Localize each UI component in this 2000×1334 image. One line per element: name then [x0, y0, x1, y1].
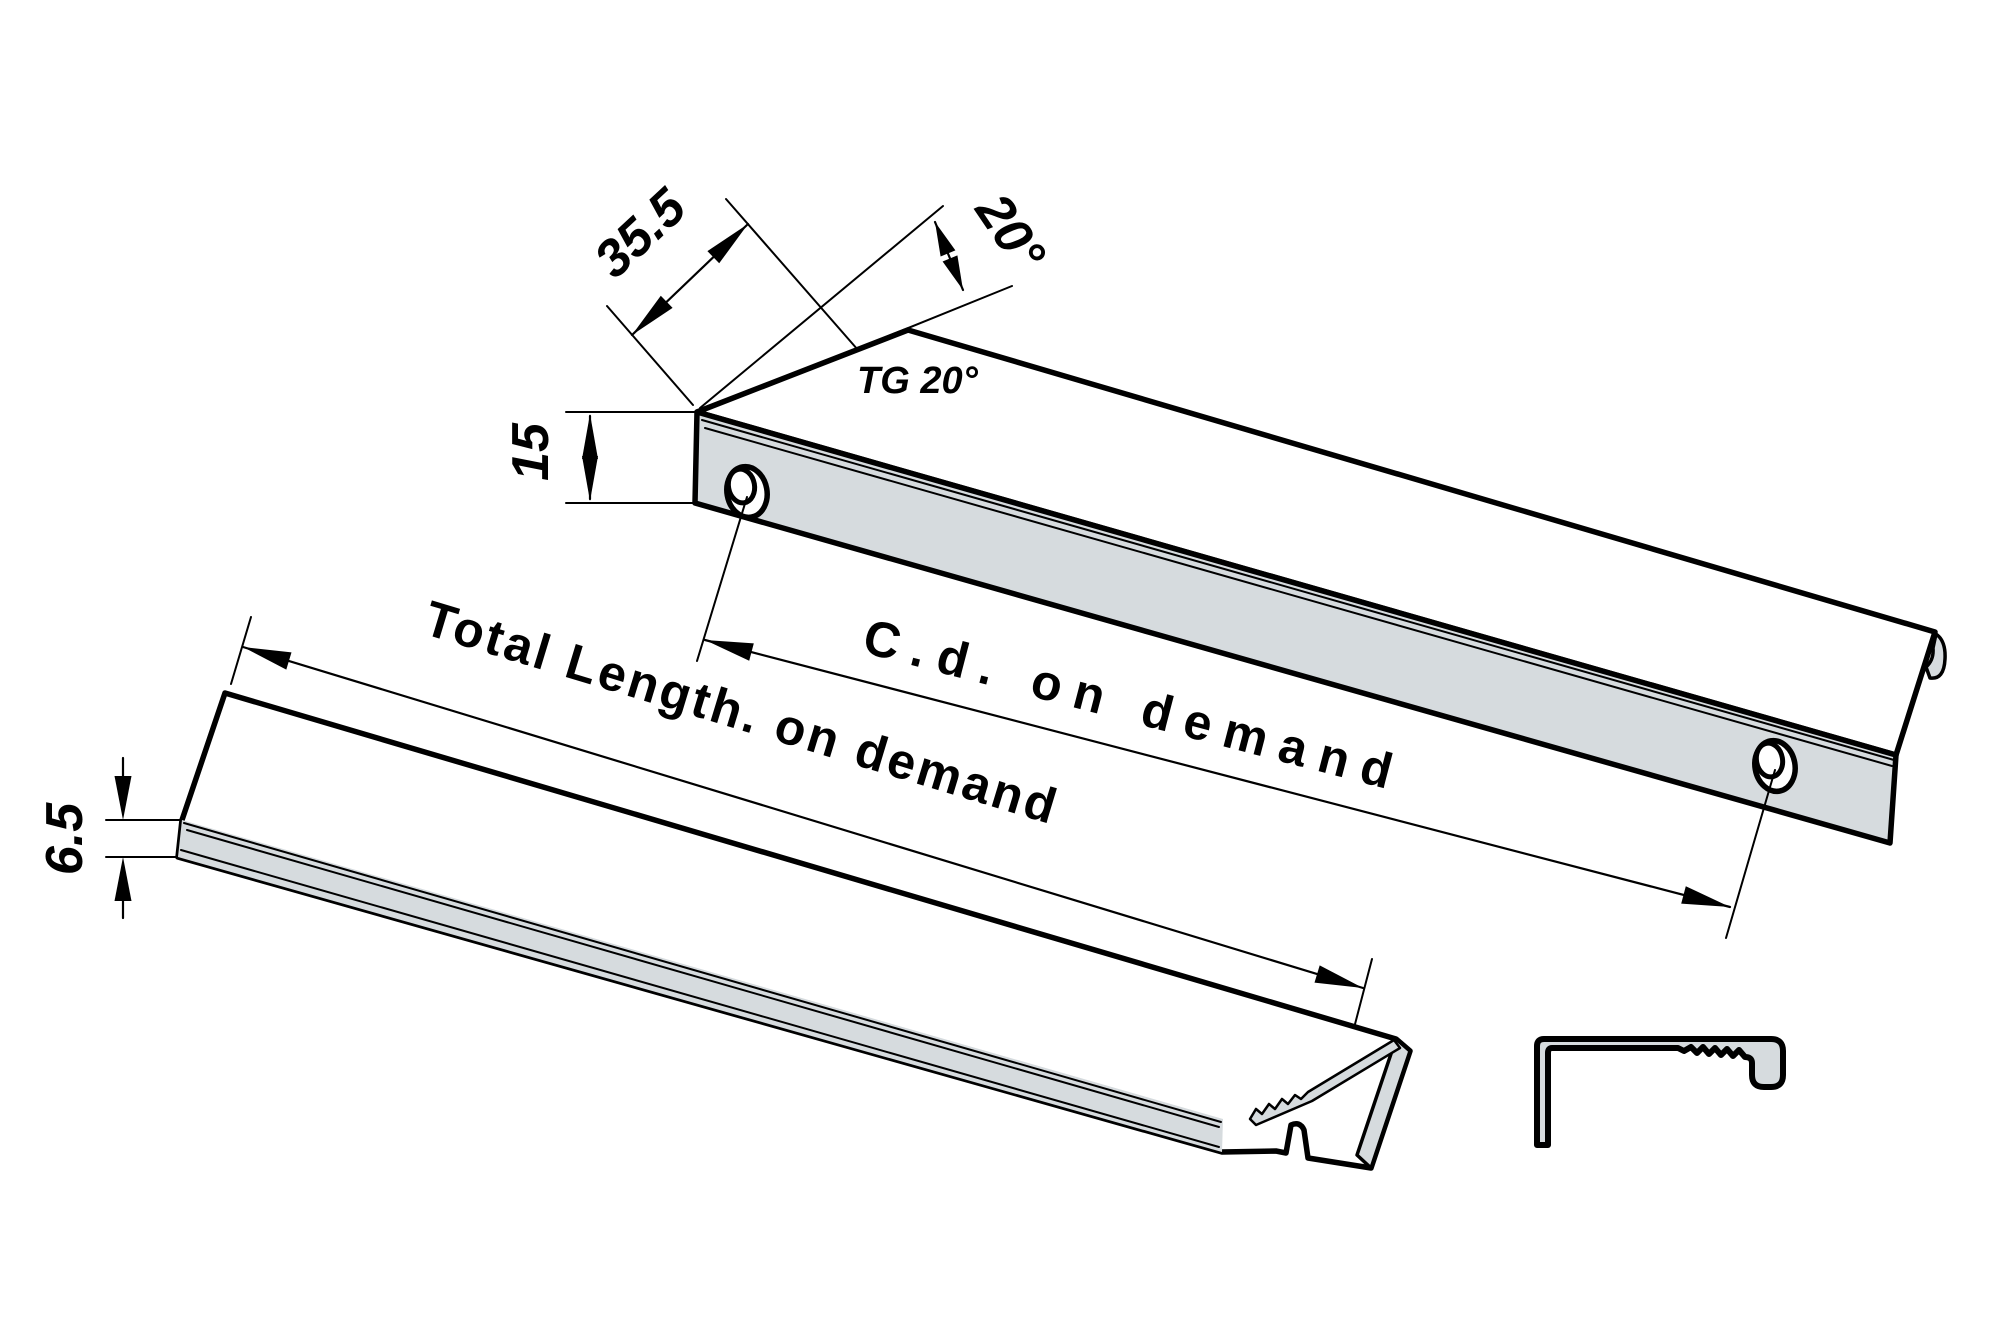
- lower-profile-body: [175, 690, 1413, 1171]
- lower-profile-view: [175, 690, 1413, 1171]
- dim-taper-angle-label: 20°: [964, 183, 1057, 282]
- dim-top-width-label: 35.5: [584, 177, 698, 289]
- dimension-lip-height: 6.5: [36, 756, 181, 920]
- ext-tick: [230, 616, 252, 685]
- upper-end-lip-hook: [1924, 632, 1947, 680]
- dimension-front-height: 15: [502, 411, 701, 504]
- cross-section-profile: [1534, 1036, 1786, 1148]
- hole-leader-line: [1725, 769, 1776, 939]
- ext-line: [606, 305, 694, 406]
- angle-ray: [699, 205, 944, 409]
- arrowhead: [114, 776, 132, 820]
- arrowhead: [582, 456, 598, 501]
- lower-serrated-grip: [1248, 1038, 1402, 1127]
- arrowhead: [935, 222, 956, 257]
- ext-tick: [1353, 958, 1373, 1029]
- arrowhead: [1314, 965, 1363, 988]
- mounting-hole-1: [724, 463, 770, 521]
- arrowhead: [243, 647, 292, 670]
- lower-chamfer-line-2: [186, 829, 1220, 1128]
- upper-front-face: [692, 409, 1899, 846]
- arrowhead: [942, 255, 963, 290]
- arrowhead: [705, 640, 754, 661]
- lower-end-face: [1355, 1037, 1412, 1170]
- ext-line: [725, 198, 859, 351]
- angle-ray: [702, 285, 1013, 412]
- taper-angle-note: TG 20°: [857, 360, 979, 402]
- lower-chamfer-line-3: [180, 849, 1220, 1148]
- dim-line: [703, 638, 1732, 909]
- lower-chamfer-line-1: [183, 822, 1222, 1123]
- dim-line: [241, 645, 1365, 990]
- arrowhead: [707, 224, 748, 264]
- upper-chamfer-line-2: [704, 427, 1893, 767]
- upper-profile-view: TG 20°: [692, 327, 1947, 846]
- arrowhead: [114, 857, 132, 901]
- upper-chamfer-line-1: [701, 419, 1895, 761]
- cross-section-view: [1534, 1036, 1786, 1148]
- arrowhead: [632, 295, 673, 335]
- dim-front-height-label: 15: [502, 422, 560, 481]
- hole-leader-line: [696, 496, 748, 662]
- arrowhead: [1681, 886, 1730, 907]
- arrowhead: [582, 414, 598, 459]
- dim-lip-height-label: 6.5: [36, 802, 94, 875]
